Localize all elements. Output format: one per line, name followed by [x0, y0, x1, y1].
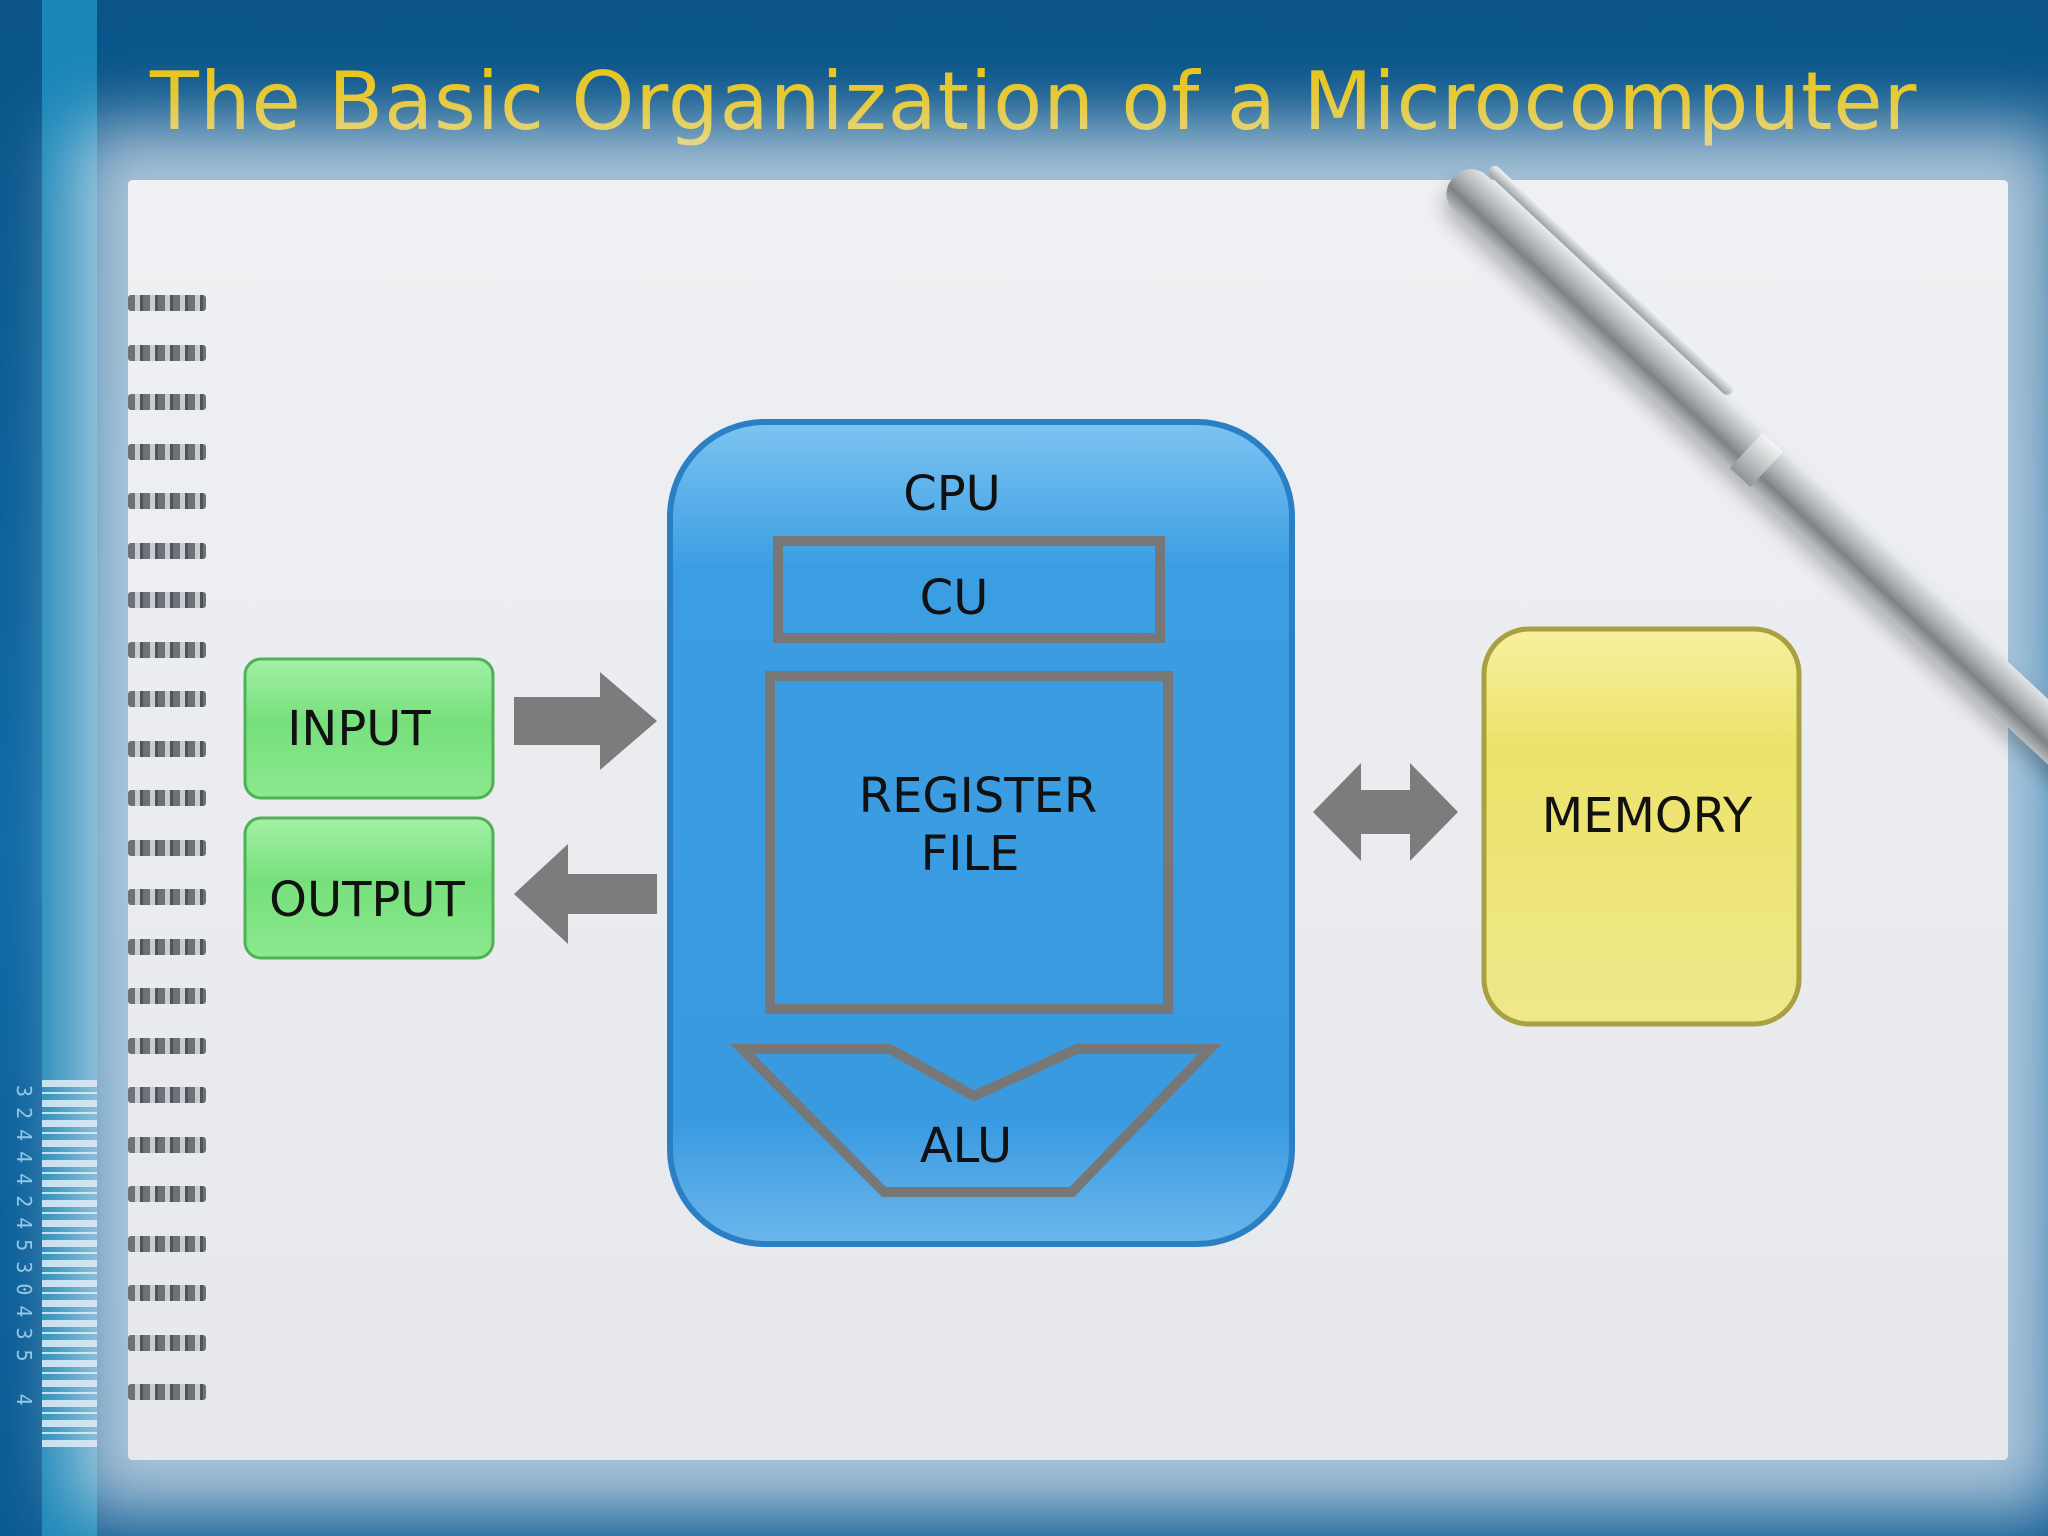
input-arrow [514, 672, 657, 770]
spiral-ring [128, 938, 206, 955]
register-file-block [765, 671, 1173, 1014]
spiral-ring [128, 1136, 206, 1153]
cpu-label: CPU [903, 466, 1001, 522]
spiral-ring [128, 344, 206, 361]
spiral-ring [128, 592, 206, 608]
spiral-ring [128, 790, 206, 806]
slide-title: The Basic Organization of a Microcompute… [150, 55, 1918, 148]
spiral-ring [128, 1334, 206, 1351]
spiral-ring [128, 740, 206, 757]
notebook-spiral-binding [128, 295, 208, 1415]
register-file-label-line1: REGISTER [859, 768, 1098, 824]
output-arrow [514, 844, 657, 944]
memory-block [1481, 626, 1802, 1027]
alu-label: ALU [920, 1118, 1012, 1174]
output-label: OUTPUT [269, 872, 465, 928]
spiral-ring [128, 1235, 206, 1252]
spiral-ring [128, 691, 206, 707]
cpu-memory-arrow [1313, 763, 1458, 861]
spiral-ring [128, 839, 206, 856]
cu-label: CU [920, 570, 989, 626]
spiral-ring [128, 542, 206, 559]
spiral-ring [128, 1384, 206, 1400]
spiral-ring [128, 295, 206, 311]
spiral-ring [128, 1087, 206, 1103]
memory-label: MEMORY [1542, 788, 1753, 844]
spiral-ring [128, 394, 206, 410]
output-block [243, 816, 495, 960]
spiral-ring [128, 641, 206, 658]
input-label: INPUT [287, 701, 431, 757]
spiral-ring [128, 1186, 206, 1202]
cu-block [773, 536, 1165, 643]
spiral-ring [128, 889, 206, 905]
barcode-decoration [42, 1080, 97, 1450]
spiral-ring [128, 493, 206, 509]
cpu-block [667, 419, 1295, 1247]
spiral-ring [128, 1285, 206, 1301]
input-block [243, 657, 495, 800]
register-file-label-line2: FILE [921, 826, 1020, 882]
spiral-ring [128, 1037, 206, 1054]
barcode-digits: 3244424530435 4 [12, 1085, 36, 1416]
spiral-ring [128, 988, 206, 1004]
alu-block [729, 1044, 1222, 1197]
spiral-ring [128, 443, 206, 460]
